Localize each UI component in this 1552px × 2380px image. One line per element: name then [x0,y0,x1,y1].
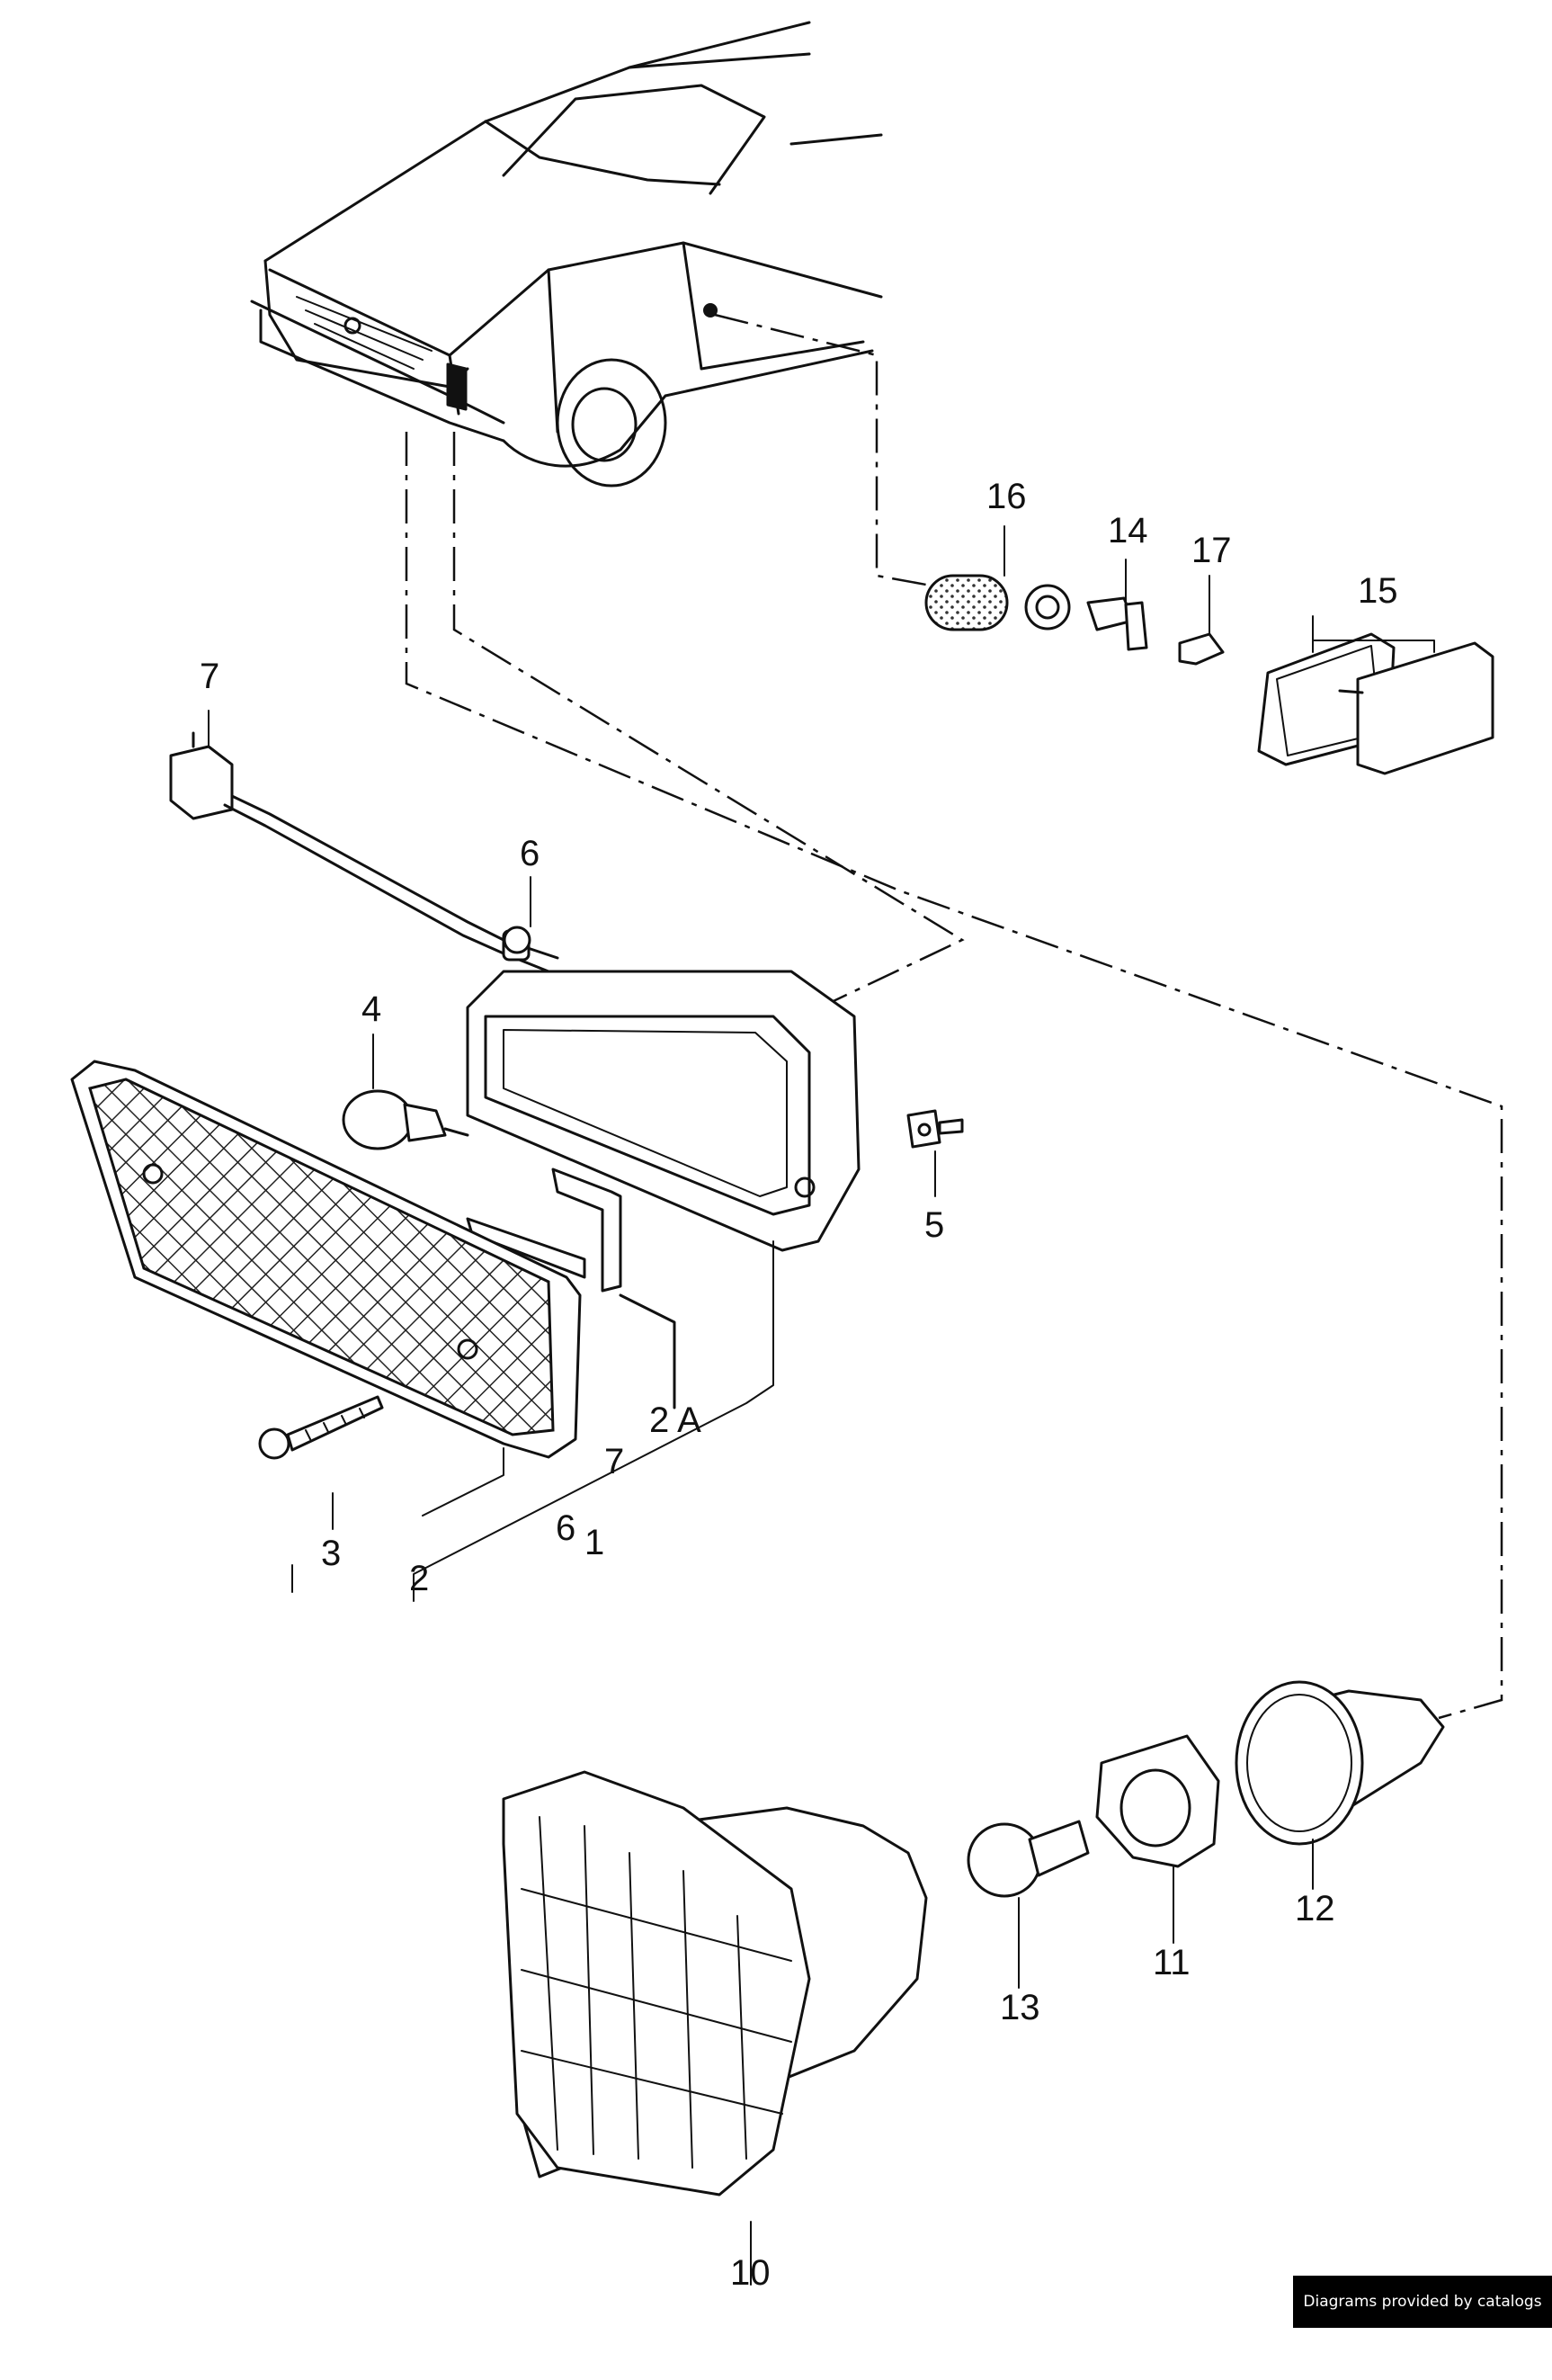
callout-4: 4 [361,989,381,1029]
credit-badge: Diagrams provided by catalogs parts [1293,2276,1552,2363]
fog-light-lens [70,1060,582,1459]
callout-6-top: 6 [520,834,540,873]
car-outline [250,21,883,488]
callout-17: 17 [1191,531,1232,570]
callout-7-group: 7 [604,1442,624,1481]
parts-diagram: 16 14 17 15 7 6 4 5 2 A 7 6 1 3 2 12 11 … [70,21,1503,2293]
callout-3: 3 [321,1534,341,1573]
callout-6-group: 6 [556,1508,575,1548]
callout-2a: 2 A [649,1400,701,1440]
side-marker-parts [924,574,1494,775]
callout-13: 13 [1000,1988,1040,2027]
wiring-connector [169,731,559,973]
callout-10: 10 [730,2253,771,2293]
callout-16: 16 [986,477,1027,516]
leader-lines [405,313,1503,1720]
callout-7-top: 7 [200,657,219,696]
bulb-4 [342,1089,469,1150]
turn-signal-lens [502,1770,928,2197]
grommet-6 [503,926,531,954]
callout-15: 15 [1358,571,1398,611]
cap-12 [1235,1680,1445,1846]
fog-light-housing [466,970,861,1252]
callout-5: 5 [924,1205,944,1245]
clip-5 [906,1109,964,1149]
callout-14: 14 [1108,511,1148,550]
callout-2: 2 [409,1559,429,1598]
callout-1: 1 [584,1523,604,1562]
callout-12: 12 [1295,1889,1335,1928]
bulb-13 [967,1820,1090,1898]
callouts: 16 14 17 15 7 6 4 5 2 A 7 6 1 3 2 12 11 … [200,477,1398,2293]
callout-11: 11 [1153,1943,1191,1982]
callout-leaders [208,525,1435,2286]
bracket-2a [466,1168,676,1409]
screw-3 [258,1395,384,1460]
socket-11 [1095,1734,1220,1868]
